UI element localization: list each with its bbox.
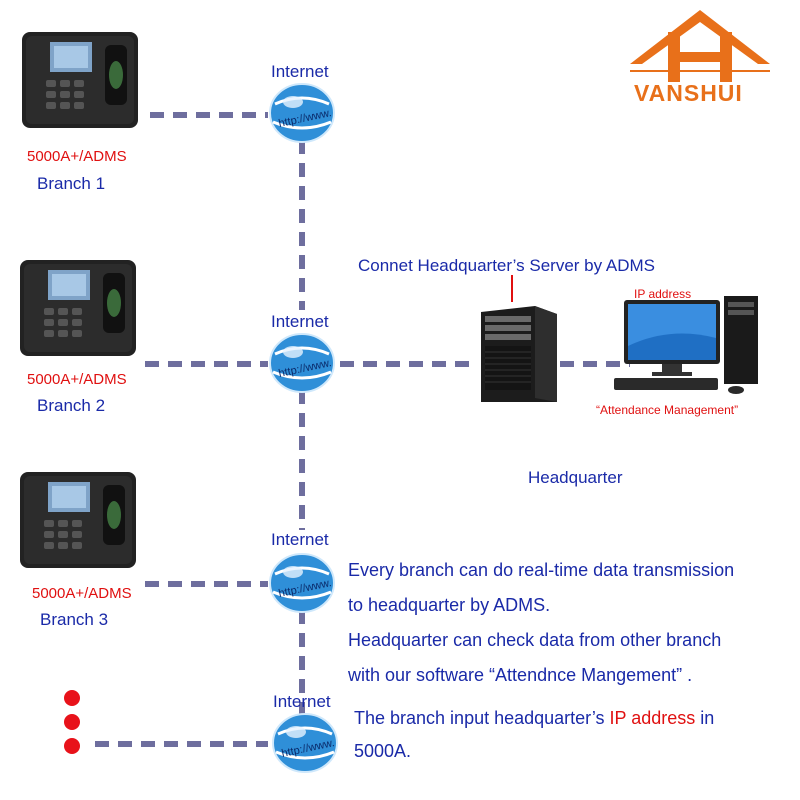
server-icon [481, 306, 557, 402]
note-ip-part3: in [695, 708, 715, 728]
computer-workstation-icon [614, 296, 758, 394]
fingerprint-terminal-icon [20, 260, 136, 356]
note-ip-part1: The branch input headquarter’s [354, 708, 610, 728]
internet-globe-icon: http://www. [269, 333, 335, 393]
headquarter-label: Headquarter [528, 468, 623, 487]
branch2-label: Branch 2 [37, 396, 106, 415]
internet-globe-icon: http://www. [272, 713, 338, 773]
branch1-label: Branch 1 [37, 174, 106, 193]
note-line-1: Every branch can do real-time data trans… [348, 560, 735, 580]
internet-label-3: Internet [271, 530, 329, 549]
note-ip-highlight: IP address [609, 708, 696, 728]
more-branches-dot [64, 714, 80, 730]
internet-label-4: Internet [273, 692, 331, 711]
internet-globe-icon: http://www. [269, 83, 335, 143]
software-label: “Attendance Management” [596, 403, 739, 417]
branch1-model: 5000A+/ADMS [27, 148, 127, 165]
branch2-model: 5000A+/ADMS [27, 371, 127, 388]
internet-label-1: Internet [271, 62, 329, 81]
note-ip-line: The branch input headquarter’s IP addres… [354, 701, 714, 736]
branch3-model: 5000A+/ADMS [32, 585, 132, 602]
server-caption: Connet Headquarter’s Server by ADMS [358, 256, 656, 275]
branch3-label: Branch 3 [40, 610, 109, 629]
more-branches-dot [64, 690, 80, 706]
vanshui-logo: VANSHUI [600, 2, 800, 112]
logo-text: VANSHUI [634, 80, 743, 106]
house-logo-icon [630, 10, 770, 82]
more-branches-dot [64, 738, 80, 754]
internet-label-2: Internet [271, 312, 329, 331]
note-ip-line-2: 5000A. [354, 741, 412, 761]
fingerprint-terminal-icon [22, 32, 138, 128]
ip-address-label: IP address [634, 287, 692, 301]
fingerprint-terminal-icon [20, 472, 136, 568]
note-line-3: Headquarter can check data from other br… [348, 630, 722, 650]
note-line-4: with our software “Attendnce Mangement” … [348, 665, 693, 685]
internet-globe-icon: http://www. [269, 553, 335, 613]
note-line-2: to headquarter by ADMS. [348, 595, 551, 615]
